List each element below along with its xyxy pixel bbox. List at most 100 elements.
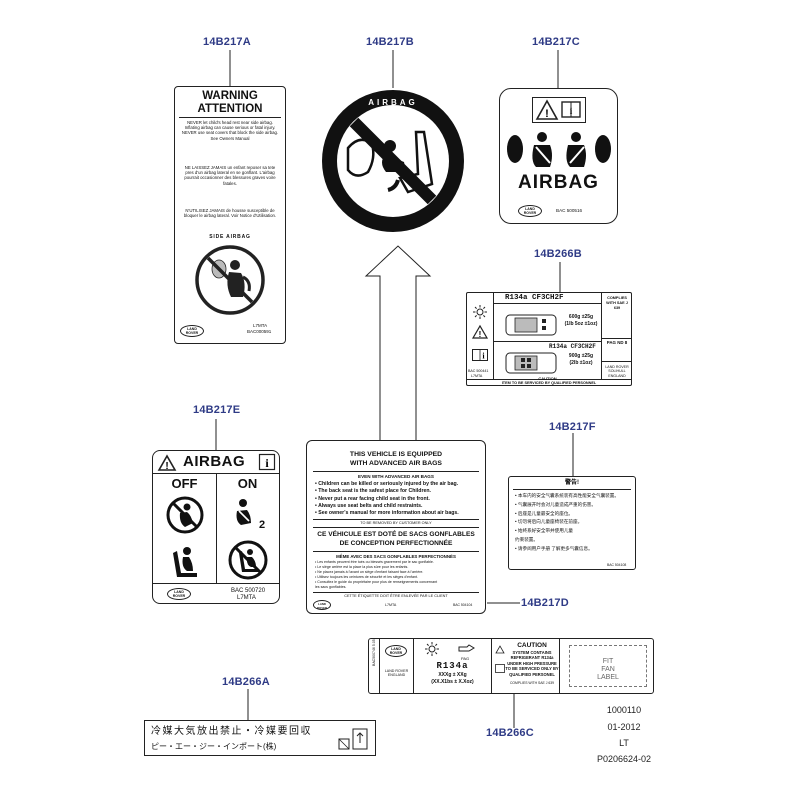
japanese-line-1: 冷媒大気放出禁止・冷媒要回収 [151,726,312,737]
fr-title-2: DE CONCEPTION PERFECTIONNÉE [339,540,453,547]
warning-text-fr-1: NE LAISSEZ JAMAIS un enfant reposer sa t… [184,165,276,186]
fr-bullets: • Les enfants peuvent être tués ou bless… [315,560,481,590]
chinese-line: • 后座是儿童最安全的座位。 [515,510,574,516]
part-code-mta: L7MTA [253,323,268,328]
part-code-mta: L7MTA [237,595,256,601]
chinese-line: • 请参阅用户手册 了解更多气囊信息。 [515,545,593,551]
land-rover-logo: LAND ROVER [313,600,331,610]
bullet-line: • Always use seat belts and child restra… [315,502,423,509]
refrigerant-type-2: R134a CF3CH2F [549,343,596,350]
fan-text: FAN [601,666,615,673]
caution-text: CAUTION [538,376,557,381]
svg-text:!: ! [479,330,482,339]
side-airbag-ring-text: SIDE AIRBAG [209,234,251,240]
land-rover-logo: LAND ROVER [180,325,204,337]
fit-text: FIT [602,658,614,665]
fr-bullet-line: • Les enfants peuvent être tués ou bless… [315,560,434,564]
attention-title: ATTENTION [197,103,263,115]
remove-en: TO BE REMOVED BY CUSTOMER ONLY [360,521,432,525]
chinese-line: • 气囊展开时会对儿童造成严重的伤害。 [515,501,596,507]
land-rover-logo: LAND ROVER [385,645,407,657]
fr-bullet-line: les sacs gonflables. [315,585,347,589]
fr-bullet-line: • Ne placez jamais à l'avant un siège d'… [315,570,424,574]
label-airbag-off-on: ! AIRBAG i OFF ON 2 LAND ROVER BAC 50072… [152,450,280,604]
quantity-2a: 900g ±25g [568,353,594,359]
airbag-word: AIRBAG [518,172,599,193]
bullet-line: • Children can be killed or seriously in… [315,481,459,487]
label-side-airbag-warning: WARNING ATTENTION NEVER let child's head… [174,86,286,344]
callout-14b217d: 14B217D [521,597,569,609]
ref-region: LT [619,738,629,748]
label-airbag-pictogram: ! i AIRBAG LAND ROVER BAC 500516 [499,88,618,224]
caution-text: SYSTEM CONTAINS REFRIGERANT R134a UNDER … [505,650,559,677]
engine-bay-top-icon-2 [505,352,557,374]
chinese-title: 警告! [565,480,579,486]
pag-oil: PAG ND 8 [606,340,628,345]
ref-number: 1000110 [606,705,642,715]
callout-14b217e: 14B217E [193,404,241,416]
chinese-line: 约束装置。 [515,536,538,542]
off-label: OFF [171,476,198,491]
label-text: LABEL [597,674,619,681]
fr-bullet-line: • Utilisez toujours les ceintures de séc… [315,575,419,579]
land-rover-logo: LAND ROVER [518,205,542,217]
airbag-child-seat-disc [322,90,464,232]
pag-label: PAG [461,656,470,661]
callout-14b217b: 14B217B [366,36,414,48]
advanced-bullets: • Children can be killed or seriously in… [315,481,481,517]
pointer-arrow [364,245,432,440]
side-code: BAC500746 5.05 [372,639,376,666]
advanced-title-1: THIS VEHICLE IS EQUIPPED [349,451,443,458]
complies: COMPLIES WITH SAE J 639 [509,681,555,685]
maker-address: LAND ROVER SOLIHULL ENGLAND [605,365,629,378]
airbag-word: AIRBAG [183,453,246,470]
advanced-title-2: WITH ADVANCED AIR BAGS [350,460,442,467]
chinese-warning-lines: • 本车内的安全气囊系统装有高性能安全气囊装置。 • 气囊展开时会对儿童造成严重… [515,492,633,554]
quantity-1a: 600g ±25g [568,314,594,320]
fr-title-1: CE VÉHICULE EST DOTÉ DE SACS GONFLABLES [317,531,475,538]
svg-text:i: i [482,352,485,361]
warning-triangle-icon [495,645,505,654]
warning-text-en: NEVER let child's head rest near side ai… [181,120,279,141]
bullet-line: • The back seat is the safest place for … [315,488,431,495]
fan-label-placeholder: FIT FAN LABEL [569,645,647,687]
maker: LAND ROVER ENGLAND [384,669,409,678]
bullet-line: • Never put a rear facing child seat in … [315,495,430,502]
manual-book-icon: i [472,349,488,361]
airbag-passengers-icon [507,132,611,167]
label-chinese-warning: 警告! • 本车内的安全气囊系统装有高性能安全气囊装置。 • 气囊展开时会对儿童… [508,476,636,570]
oil-can-icon [458,644,475,652]
bullet-line: • See owner's manual for more informatio… [315,510,459,517]
fr-bullet-line: • Le siège arrière est la place la plus … [315,565,409,569]
complies-sae: COMPLIES WITH SAE J 639 [606,296,628,310]
part-code: BAC 500441 [468,369,489,373]
svg-text:i: i [265,456,269,470]
ref-figure-id: P0206624-02 [596,754,652,764]
caution-title: CAUTION [517,642,547,649]
engine-bay-top-icon-1 [505,314,557,336]
label-refrigerant-r134a: R134a CF3CH2F ! i BAC 500441 L7MTA 600g … [466,292,632,386]
label-japanese-refrigerant: 冷媒大気放出禁止・冷媒要回収 ピー・エー・ジー・インポート(株) [144,720,376,756]
part-code: BAC 504108 [607,563,627,567]
airbag-on-icon [236,499,251,525]
part-code-bac: BAC000591 [247,329,272,334]
quantity-2b: (2lb ±1oz) [569,360,593,366]
japanese-line-2: ピー・エー・ジー・インポート(株) [151,742,277,751]
chinese-line: • 始终系好安全带并使用儿童 [515,528,574,534]
svg-text:!: ! [545,108,549,120]
manual-book-icon [495,664,505,673]
on-label: ON [237,476,258,491]
label-refrigerant-fan: BAC500746 5.05 LAND ROVER LAND ROVER ENG… [368,638,654,694]
advanced-subtitle: EVEN WITH ADVANCED AIR BAGS [358,474,434,479]
side-airbag-prohibition-icon [195,245,265,315]
callout-14b266b: 14B266B [534,248,582,260]
refrigerant-type-1: R134a CF3CH2F [505,294,564,302]
warning-title: WARNING [202,90,258,102]
svg-text:i: i [570,106,573,116]
sun-icon [473,305,487,319]
part-code: BAC 500516 [556,208,583,213]
refrigerant-type: R134a [436,661,469,671]
callout-14b266a: 14B266A [222,676,270,688]
child-seat-icon [173,547,197,577]
